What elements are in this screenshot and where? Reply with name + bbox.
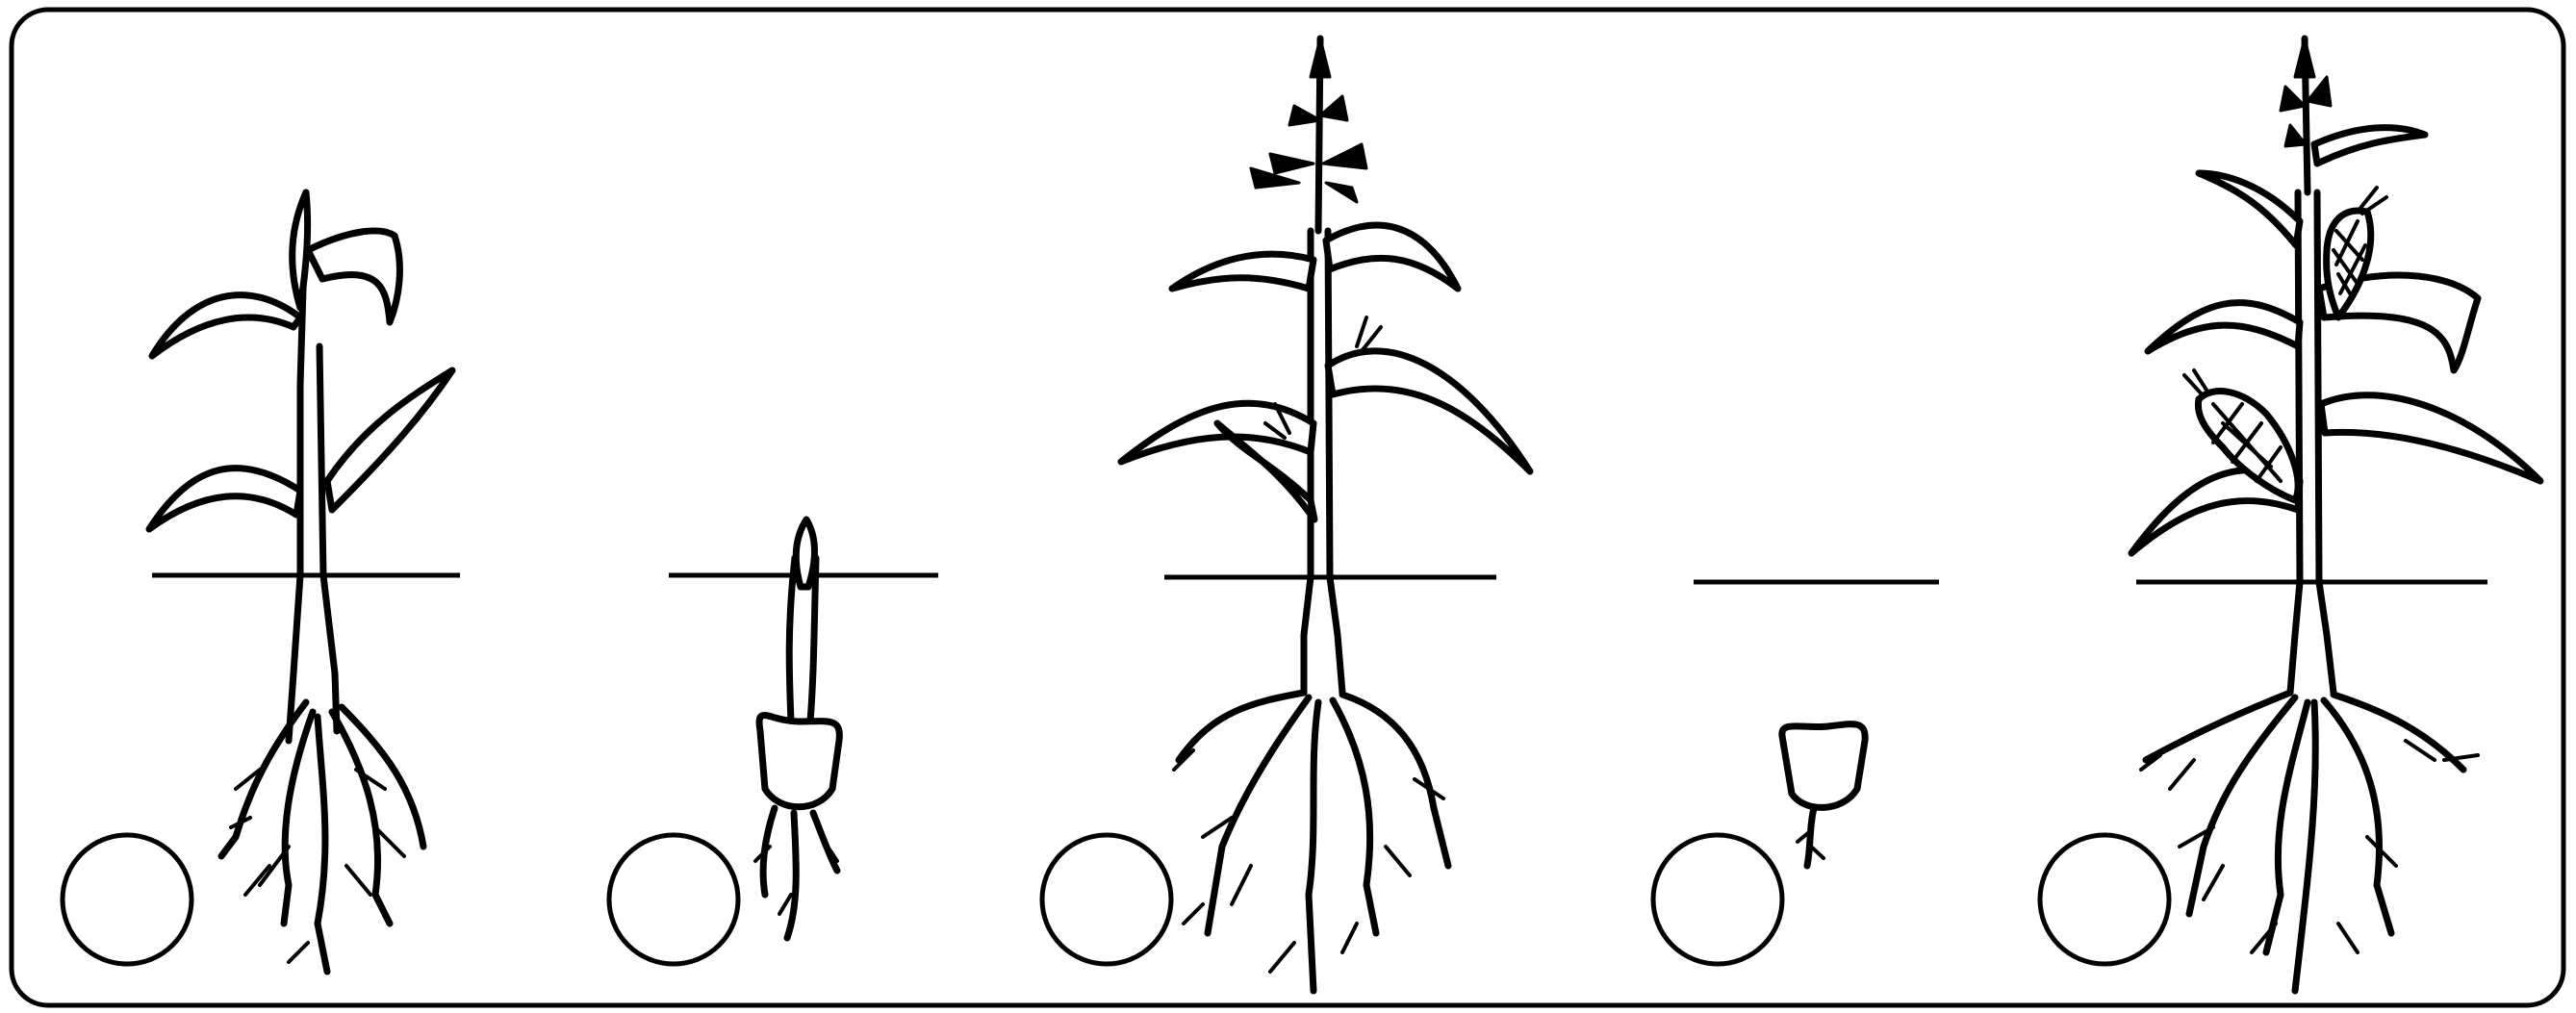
answer-circle-5[interactable] xyxy=(2040,835,2169,964)
mature-plant-illustration xyxy=(2131,38,2540,991)
young-plant-illustration xyxy=(149,192,452,972)
tasseling-plant-illustration xyxy=(1121,38,1530,991)
answer-circle-3[interactable] xyxy=(1042,835,1171,964)
panel-seed xyxy=(1653,582,1939,964)
panel-tasseling-plant xyxy=(1042,38,1530,991)
answer-circle-1[interactable] xyxy=(63,835,191,964)
answer-circle-4[interactable] xyxy=(1653,835,1782,964)
panel-sprouting-seed xyxy=(609,519,938,964)
answer-circle-2[interactable] xyxy=(609,835,738,964)
panel-young-plant xyxy=(63,192,460,972)
seed-illustration xyxy=(1782,724,1865,866)
panel-mature-plant xyxy=(2040,38,2540,991)
sprouting-seed-illustration xyxy=(755,519,839,938)
